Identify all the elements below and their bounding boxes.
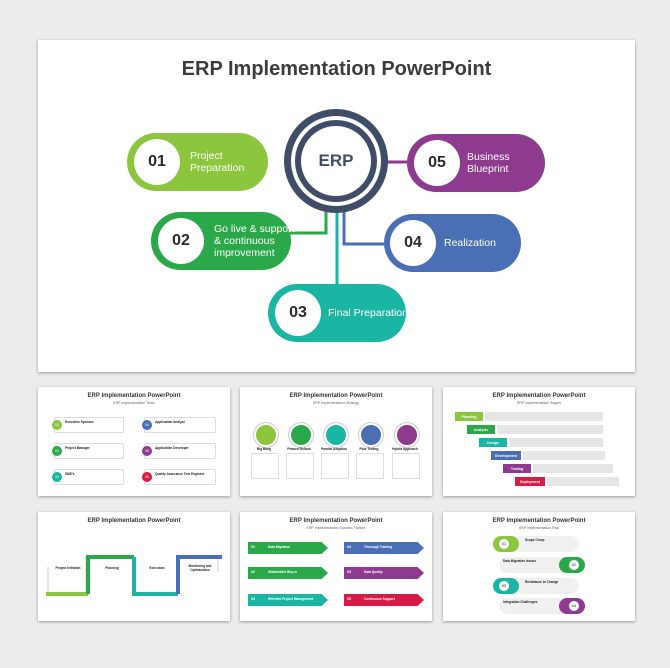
strategy-item-3: Parallel Adoption [319, 423, 349, 485]
thumb-subtitle: ERP Implementation Success Factors [306, 526, 366, 530]
thumb-title: ERP Implementation PowerPoint [87, 518, 181, 524]
thumb-subtitle: ERP Implementation Strategy [312, 401, 360, 405]
thumb-title: ERP Implementation PowerPoint [87, 393, 181, 399]
thumbnail-process[interactable]: ERP Implementation PowerPoint Project In… [38, 512, 230, 621]
stage-development: Development [491, 451, 521, 460]
success-item-04: 04 Thorough Training [344, 542, 424, 554]
step-label: Go live & support & continuous improveme… [214, 223, 295, 259]
step-label: Business Blueprint [467, 151, 510, 175]
team-item-02: 02 Project Manager [52, 443, 124, 459]
process-step-4: Monitoring and Optimization [188, 564, 212, 572]
risk-item-01: 01 Scope Creep [493, 536, 579, 552]
thumbnail-risk[interactable]: ERP Implementation PowerPoint ERP Implem… [443, 512, 635, 621]
step-03-pill[interactable]: 03 Final Preparation [268, 284, 408, 342]
thumbnail-strategy[interactable]: ERP Implementation PowerPoint ERP Implem… [240, 387, 432, 496]
stage-design: Design [479, 438, 507, 447]
stage-analysis: Analysis [467, 425, 495, 434]
step-04-pill[interactable]: 04 Realization [384, 214, 521, 272]
main-slide[interactable]: ERP Implementation PowerPoint 01 Project… [38, 40, 635, 372]
stage-planning: Planning [455, 412, 483, 421]
thumb-title: ERP Implementation PowerPoint [289, 518, 383, 524]
step-number: 02 [158, 218, 204, 264]
erp-center-label: ERP [318, 151, 354, 170]
thumb-subtitle: ERP Implementation Team [113, 401, 155, 405]
strategy-item-2: Phased Rollout [284, 423, 314, 485]
strategy-item-5: Hybrid Approach [389, 423, 421, 485]
thumbnail-stages[interactable]: ERP Implementation PowerPoint ERP Implem… [443, 387, 635, 496]
thumb-title: ERP Implementation PowerPoint [492, 393, 586, 399]
risk-item-02: 02 Data Migration Issues [499, 557, 585, 573]
process-step-2: Planning [105, 566, 119, 570]
success-item-06: 06 Continuous Support [344, 594, 424, 606]
thumb-subtitle: ERP Implementation Stages [517, 401, 561, 405]
success-item-03: 03 Effective Project Management [248, 594, 328, 606]
success-item-01: 01 Data Migration [248, 542, 328, 554]
step-number: 05 [414, 140, 460, 186]
step-02-pill[interactable]: 02 Go live & support & continuous improv… [151, 212, 295, 270]
step-01-pill[interactable]: 01 Project Preparation [127, 133, 268, 191]
process-step-3: Execution [149, 566, 165, 570]
team-item-06: 06 Quality Assurance Test Engineer [142, 469, 216, 485]
team-item-01: 01 Executive Sponsor [52, 417, 124, 433]
strategy-item-1: Big Bang [249, 423, 279, 485]
process-wave [46, 555, 222, 596]
team-item-05: 05 Application Developer [142, 443, 216, 459]
thumb-title: ERP Implementation PowerPoint [492, 518, 586, 524]
thumb-title: ERP Implementation PowerPoint [289, 393, 383, 399]
risk-item-04: 04 Integration Challenges [499, 598, 585, 614]
thumbnail-success-factors[interactable]: ERP Implementation PowerPoint ERP Implem… [240, 512, 432, 621]
risk-item-03: 03 Resistance to Change [493, 578, 579, 594]
stage-deployment: Deployment [515, 477, 545, 486]
step-number: 01 [134, 139, 180, 185]
erp-center-circle: ERP [284, 109, 388, 213]
team-item-04: 04 Application Analyst [142, 417, 216, 433]
team-item-03: 03 SME's [52, 469, 124, 485]
process-step-1: Project Initiation [55, 566, 81, 570]
success-item-05: 05 Data Quality [344, 567, 424, 579]
step-number: 04 [390, 220, 436, 266]
step-label: Realization [444, 237, 496, 249]
stage-bars [485, 412, 625, 487]
success-item-02: 02 Stakeholder Buy-in [248, 567, 328, 579]
thumb-subtitle: ERP Implementation Risk [519, 526, 559, 530]
thumbnail-team[interactable]: ERP Implementation PowerPoint ERP Implem… [38, 387, 230, 496]
step-label: Project Preparation [190, 150, 245, 174]
step-number: 03 [275, 290, 321, 336]
step-label: Final Preparation [328, 307, 408, 319]
stage-testing: Testing [503, 464, 531, 473]
strategy-item-4: Pilot Testing [354, 423, 384, 485]
step-05-pill[interactable]: 05 Business Blueprint [407, 134, 545, 192]
slide-title: ERP Implementation PowerPoint [181, 58, 492, 80]
